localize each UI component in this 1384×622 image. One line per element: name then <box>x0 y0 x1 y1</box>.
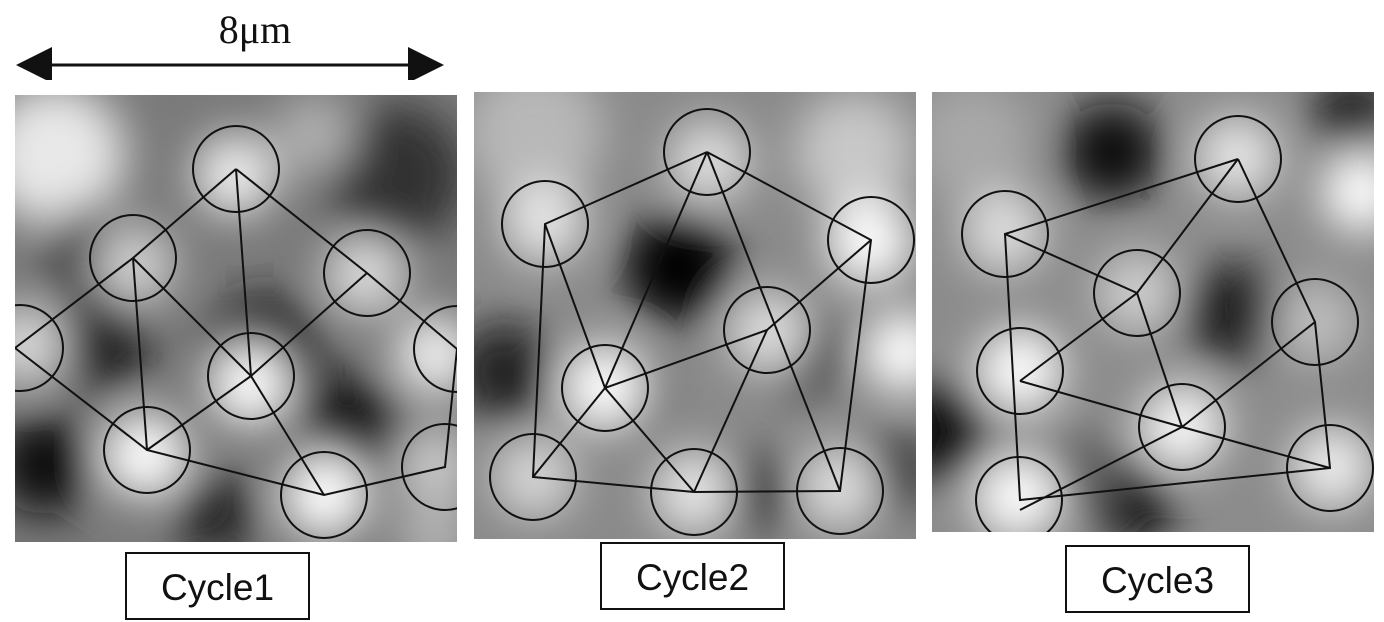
micrograph-panel-cycle3 <box>932 92 1374 532</box>
micrograph-image-cycle3 <box>932 92 1374 532</box>
micrograph-image-cycle1 <box>15 95 457 542</box>
micrograph-panel-cycle2 <box>474 92 916 539</box>
micrograph-panel-cycle1 <box>15 95 457 542</box>
scale-bar-arrow <box>16 47 444 83</box>
caption-cycle3: Cycle3 <box>1065 545 1250 613</box>
micrograph-image-cycle2 <box>474 92 916 539</box>
scale-bar-label: 8μm <box>218 7 292 52</box>
caption-cycle1: Cycle1 <box>125 552 310 620</box>
caption-cycle2: Cycle2 <box>600 542 785 610</box>
scale-bar: 8μm <box>0 0 470 83</box>
